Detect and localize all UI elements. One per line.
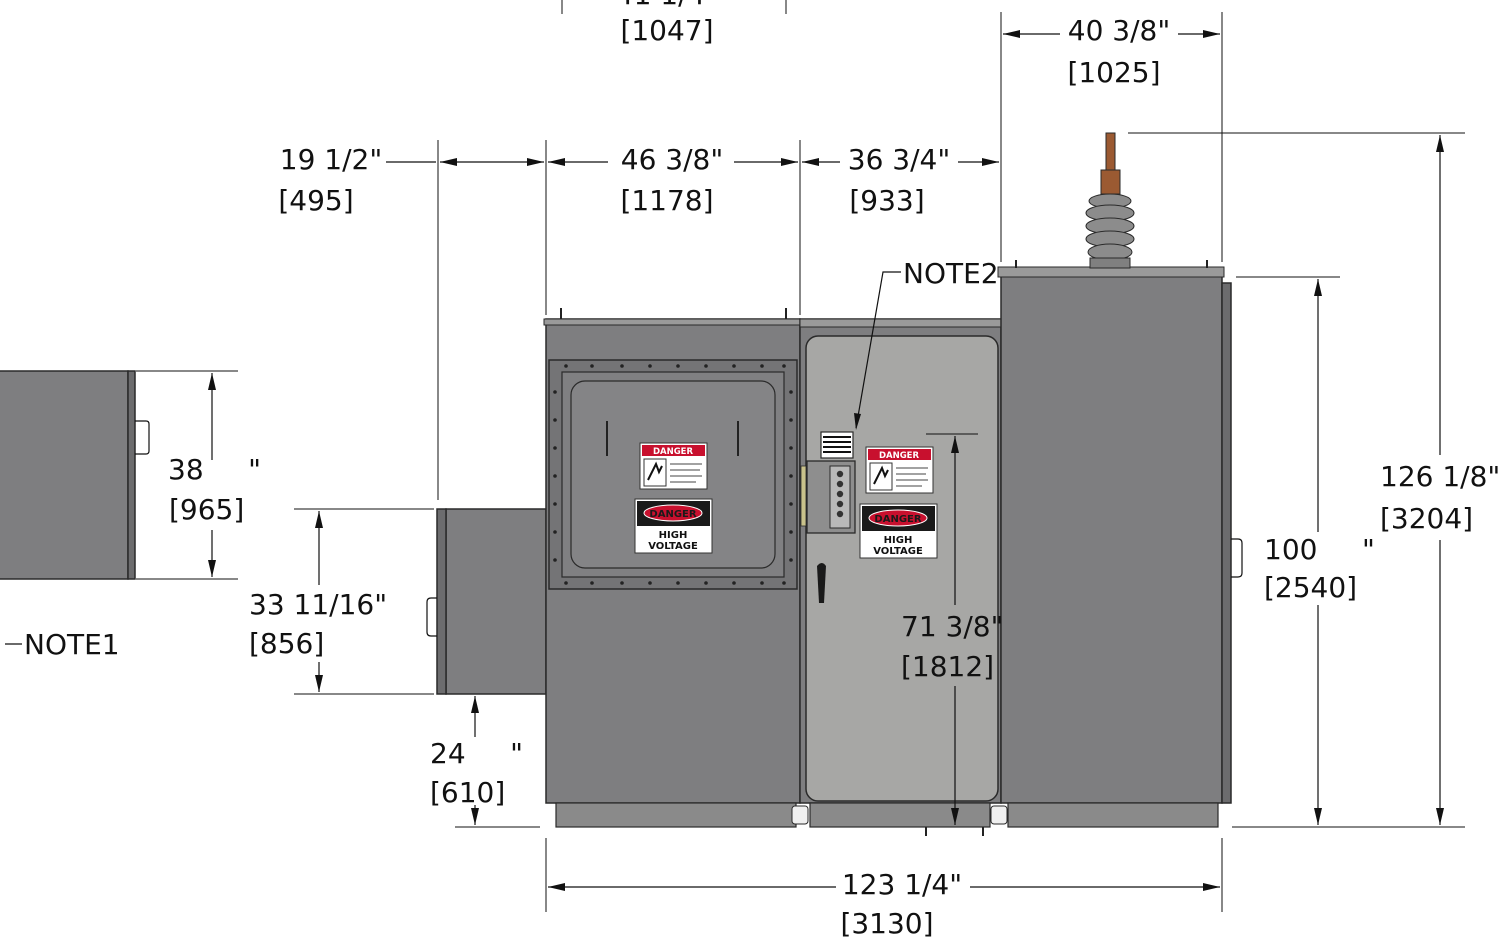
note2-text: NOTE2: [903, 257, 999, 290]
bolt: [760, 581, 764, 585]
danger-oval-text: DANGER: [874, 514, 921, 525]
bolt: [553, 446, 557, 450]
bolt: [648, 581, 652, 585]
dim-40-width: 40 3/8" [1025]: [1000, 12, 1223, 262]
dim-100-in: 100 ": [1264, 533, 1375, 566]
voltage-text: VOLTAGE: [873, 546, 923, 557]
dim-top-cut: 41 1/4" [1047]: [561, 0, 787, 47]
side-box: [426, 508, 547, 695]
dim-38-in: 38 ": [168, 453, 261, 486]
bolt: [648, 364, 652, 368]
bolt: [676, 364, 680, 368]
high-text: HIGH: [659, 530, 688, 541]
bolt: [553, 530, 557, 534]
bolt: [553, 474, 557, 478]
middle-cabinet: [791, 318, 1008, 836]
dim-24-height: 24 " [610]: [430, 696, 540, 828]
dim-100-height: 100 " [2540]: [1232, 276, 1465, 828]
bolt: [789, 390, 793, 394]
high-voltage-label-right: DANGER HIGH VOLTAGE: [859, 503, 938, 559]
bolt: [553, 502, 557, 506]
bolt: [553, 418, 557, 422]
bolt: [789, 502, 793, 506]
bolt: [553, 390, 557, 394]
dim-33-in: 33 11/16": [249, 588, 387, 621]
dim-33-height: 33 11/16" [856]: [249, 508, 434, 695]
bolt: [732, 581, 736, 585]
bolt: [590, 364, 594, 368]
bolt: [564, 581, 568, 585]
bolt: [789, 474, 793, 478]
dim-19-mm: [495]: [278, 184, 353, 217]
bolt: [704, 364, 708, 368]
bolt: [620, 364, 624, 368]
dim-38-mm: [965]: [169, 493, 244, 526]
dim-123-mm: [3130]: [840, 907, 933, 940]
dim-24-mm: [610]: [430, 776, 505, 809]
dim-chain-top: 19 1/2" [495] 46 3/8" [1178] 36 3/4" [93…: [278, 140, 999, 500]
detached-left-cabinet: [0, 370, 150, 580]
dim-100-mm: [2540]: [1264, 571, 1357, 604]
access-panel-bolts: [553, 364, 793, 585]
bolt: [553, 558, 557, 562]
bolt: [620, 581, 624, 585]
bolt: [789, 418, 793, 422]
dim-36-mm: [933]: [849, 184, 924, 217]
dim-126-height: 126 1/8" [3204]: [1128, 132, 1500, 825]
dim-40-mm: [1025]: [1067, 56, 1160, 89]
bolt: [782, 581, 786, 585]
bolt: [789, 530, 793, 534]
note1-callout: NOTE1: [5, 628, 120, 661]
danger-header-text: DANGER: [879, 451, 920, 461]
bolt: [676, 581, 680, 585]
voltage-text: VOLTAGE: [648, 541, 698, 552]
dim-36-in: 36 3/4": [848, 143, 950, 176]
high-text: HIGH: [884, 535, 913, 546]
danger-warning-label-left: DANGER: [639, 442, 708, 490]
dim-126-in: 126 1/8": [1380, 460, 1500, 493]
dim-top-cut-mm: [1047]: [620, 14, 713, 47]
danger-warning-label-right: DANGER: [865, 446, 934, 494]
dim-123-width: 123 1/4" [3130]: [545, 838, 1223, 940]
dim-46-mm: [1178]: [620, 184, 713, 217]
right-cabinet: [997, 260, 1243, 828]
dim-top-cut-in: 41 1/4": [616, 0, 718, 11]
danger-header-text: DANGER: [653, 447, 694, 457]
bolt: [782, 364, 786, 368]
dim-71-mm: [1812]: [901, 650, 994, 683]
dim-46-in: 46 3/8": [621, 143, 723, 176]
main-cabinet-left: [543, 308, 803, 828]
bolt: [704, 581, 708, 585]
bolt: [590, 581, 594, 585]
note2-callout: NOTE2: [854, 257, 999, 430]
dim-123-in: 123 1/4": [842, 868, 962, 901]
dim-33-mm: [856]: [249, 627, 324, 660]
bolt: [789, 446, 793, 450]
dim-40-in: 40 3/8": [1068, 14, 1170, 47]
dim-38-height: 38 " [965]: [136, 370, 261, 580]
dim-126-mm: [3204]: [1380, 502, 1473, 535]
bolt: [789, 558, 793, 562]
high-voltage-label-left: DANGER HIGH VOLTAGE: [634, 498, 713, 554]
dim-19-in: 19 1/2": [280, 143, 382, 176]
dim-24-in: 24 ": [430, 737, 523, 770]
note1-text: NOTE1: [24, 628, 120, 661]
danger-oval-text: DANGER: [649, 509, 696, 520]
hv-bushing: [1085, 132, 1135, 269]
bolt: [732, 364, 736, 368]
dim-71-in: 71 3/8": [901, 610, 1003, 643]
dim-71-height: 71 3/8" [1812]: [901, 433, 1003, 825]
bolt: [564, 364, 568, 368]
bolt: [760, 364, 764, 368]
